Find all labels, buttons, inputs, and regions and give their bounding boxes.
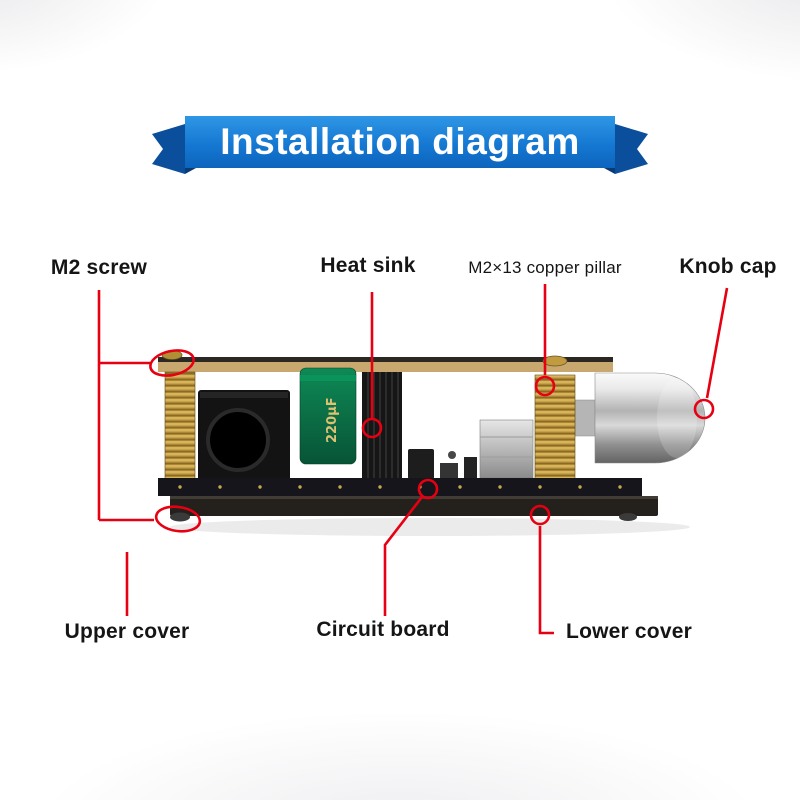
label-heat-sink: Heat sink [320,254,416,277]
ribbon-left-fold [152,124,185,174]
ribbon-band [185,116,615,168]
callout-heat-sink [361,292,383,439]
upper-cover-part [158,357,613,372]
copper-pillar [534,355,576,492]
label-knob-cap: Knob cap [679,255,777,278]
potentiometer-body [479,399,596,479]
callout-copper-pillar [534,284,556,397]
board-shadow [170,518,690,536]
label-m2-screw: M2 screw [50,256,148,279]
banner-title: Installation diagram [220,121,580,162]
bottom-screw-left [170,512,190,522]
left-standoff [164,371,196,493]
dc-jack [198,390,290,490]
circuit-board-edge [158,478,642,496]
label-copper-pillar: M2×13 copper pillar [468,258,622,277]
ribbon-right-fold-shadow [604,168,615,174]
callout-lower-cover [529,504,554,635]
ribbon-left-fold-shadow [185,168,196,174]
callout-circuit-board [383,478,439,616]
pcb-components [408,449,477,479]
bottom-screw-right [619,513,637,521]
capacitor: 220µF [299,367,357,465]
capacitor-label: 220µF [325,397,340,443]
ribbon-right-fold [615,124,648,174]
callout-m2-screw [97,290,202,533]
knob-cap [594,372,706,464]
label-upper-cover: Upper cover [64,620,190,643]
ribbon-banner [152,116,648,174]
label-lower-cover: Lower cover [566,620,692,643]
label-circuit-board: Circuit board [316,618,450,641]
callout-knob-cap [693,287,729,420]
